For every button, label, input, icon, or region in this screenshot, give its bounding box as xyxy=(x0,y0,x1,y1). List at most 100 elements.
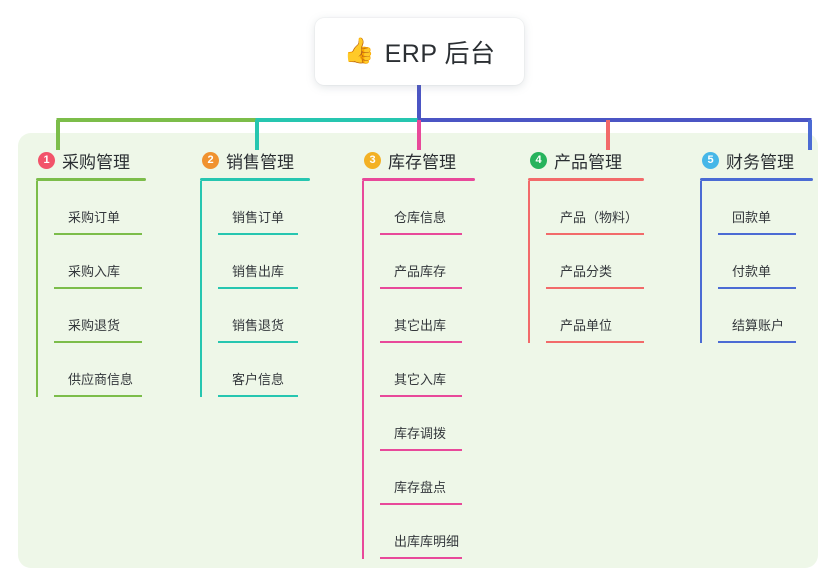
leaf-item[interactable]: 采购订单 xyxy=(54,181,146,235)
leaf-label: 其它出库 xyxy=(394,318,447,333)
leaf-item[interactable]: 出库库明细 xyxy=(380,505,475,559)
leaf-item[interactable]: 库存盘点 xyxy=(380,451,475,505)
leaf-label: 产品库存 xyxy=(394,264,447,279)
branch-children: 回款单付款单结算账户 xyxy=(700,181,813,343)
leaf-underline xyxy=(546,341,644,343)
leaf-label: 采购入库 xyxy=(68,264,121,279)
leaf-underline xyxy=(718,287,796,289)
leaf-item[interactable]: 回款单 xyxy=(718,181,813,235)
thumbs-up-icon: 👍 xyxy=(343,37,375,65)
branch-spine xyxy=(200,181,202,397)
leaf-label: 付款单 xyxy=(732,264,772,279)
leaf-underline xyxy=(54,287,142,289)
leaf-item[interactable]: 供应商信息 xyxy=(54,343,146,397)
leaf-label: 销售订单 xyxy=(232,210,285,225)
branch-underline xyxy=(362,178,475,181)
leaf-label: 产品分类 xyxy=(560,264,613,279)
leaf-item[interactable]: 销售出库 xyxy=(218,235,310,289)
leaf-item[interactable]: 库存调拨 xyxy=(380,397,475,451)
leaf-item[interactable]: 产品库存 xyxy=(380,235,475,289)
branch-number-badge: 4 xyxy=(530,151,547,169)
leaf-item[interactable]: 采购退货 xyxy=(54,289,146,343)
leaf-underline xyxy=(546,233,644,235)
leaf-underline xyxy=(380,233,462,235)
leaf-underline xyxy=(218,395,298,397)
branch-header-1[interactable]: 1 采购管理 xyxy=(36,147,146,173)
leaf-underline xyxy=(380,503,462,505)
leaf-underline xyxy=(54,395,142,397)
leaf-item[interactable]: 采购入库 xyxy=(54,235,146,289)
leaf-underline xyxy=(718,233,796,235)
branch-children: 仓库信息产品库存其它出库其它入库库存调拨库存盘点出库库明细 xyxy=(362,181,475,559)
leaf-item[interactable]: 销售订单 xyxy=(218,181,310,235)
leaf-underline xyxy=(218,233,298,235)
root-title: ERP 后台 xyxy=(384,39,496,68)
leaf-label: 销售退货 xyxy=(232,318,285,333)
leaf-item[interactable]: 产品单位 xyxy=(546,289,644,343)
branch-spine xyxy=(362,181,364,559)
branch-number-badge: 2 xyxy=(202,151,219,169)
leaf-underline xyxy=(380,449,462,451)
branch-title: 销售管理 xyxy=(226,152,294,172)
branch-underline xyxy=(700,178,813,181)
branch-title: 财务管理 xyxy=(726,152,794,172)
leaf-label: 产品单位 xyxy=(560,318,613,333)
leaf-label: 库存盘点 xyxy=(394,480,447,495)
branch-title: 产品管理 xyxy=(554,152,622,172)
leaf-underline xyxy=(380,557,462,559)
branch-column-4: 4 产品管理产品（物料） 产品分类产品单位 xyxy=(528,147,644,343)
branch-number-badge: 5 xyxy=(702,151,719,169)
leaf-item[interactable]: 仓库信息 xyxy=(380,181,475,235)
leaf-label: 产品（物料） xyxy=(560,210,639,225)
leaf-label: 客户信息 xyxy=(232,372,285,387)
leaf-item[interactable]: 客户信息 xyxy=(218,343,310,397)
leaf-underline xyxy=(218,287,298,289)
leaf-item[interactable]: 结算账户 xyxy=(718,289,813,343)
branch-spine xyxy=(36,181,38,397)
branch-header-4[interactable]: 4 产品管理 xyxy=(528,147,644,173)
branch-number-badge: 3 xyxy=(364,151,381,169)
leaf-underline xyxy=(546,287,644,289)
leaf-underline xyxy=(380,341,462,343)
branch-header-5[interactable]: 5 财务管理 xyxy=(700,147,813,173)
leaf-item[interactable]: 产品（物料） xyxy=(546,181,644,235)
branch-column-1: 1 采购管理采购订单采购入库采购退货供应商信息 xyxy=(36,147,146,397)
leaf-underline xyxy=(380,287,462,289)
leaf-label: 采购退货 xyxy=(68,318,121,333)
leaf-label: 仓库信息 xyxy=(394,210,447,225)
branch-column-5: 5 财务管理回款单付款单结算账户 xyxy=(700,147,813,343)
leaf-label: 库存调拨 xyxy=(394,426,447,441)
leaf-underline xyxy=(218,341,298,343)
leaf-item[interactable]: 其它入库 xyxy=(380,343,475,397)
leaf-label: 销售出库 xyxy=(232,264,285,279)
root-node[interactable]: 👍 ERP 后台 xyxy=(315,18,524,85)
leaf-underline xyxy=(54,233,142,235)
branches-panel xyxy=(18,133,818,568)
leaf-item[interactable]: 销售退货 xyxy=(218,289,310,343)
leaf-item[interactable]: 产品分类 xyxy=(546,235,644,289)
branch-children: 销售订单销售出库销售退货客户信息 xyxy=(200,181,310,397)
leaf-label: 其它入库 xyxy=(394,372,447,387)
branch-spine xyxy=(700,181,702,343)
branch-title: 采购管理 xyxy=(62,152,130,172)
leaf-underline xyxy=(718,341,796,343)
branch-spine xyxy=(528,181,530,343)
leaf-item[interactable]: 付款单 xyxy=(718,235,813,289)
branch-underline xyxy=(36,178,146,181)
leaf-label: 结算账户 xyxy=(732,318,785,333)
branch-children: 产品（物料） 产品分类产品单位 xyxy=(528,181,644,343)
branch-children: 采购订单采购入库采购退货供应商信息 xyxy=(36,181,146,397)
leaf-label: 采购订单 xyxy=(68,210,121,225)
branch-header-2[interactable]: 2 销售管理 xyxy=(200,147,310,173)
leaf-underline xyxy=(54,341,142,343)
leaf-label: 回款单 xyxy=(732,210,772,225)
leaf-label: 供应商信息 xyxy=(68,372,134,387)
branch-number-badge: 1 xyxy=(38,151,55,169)
branch-underline xyxy=(528,178,644,181)
branch-column-2: 2 销售管理销售订单销售出库销售退货客户信息 xyxy=(200,147,310,397)
leaf-item[interactable]: 其它出库 xyxy=(380,289,475,343)
leaf-underline xyxy=(380,395,462,397)
